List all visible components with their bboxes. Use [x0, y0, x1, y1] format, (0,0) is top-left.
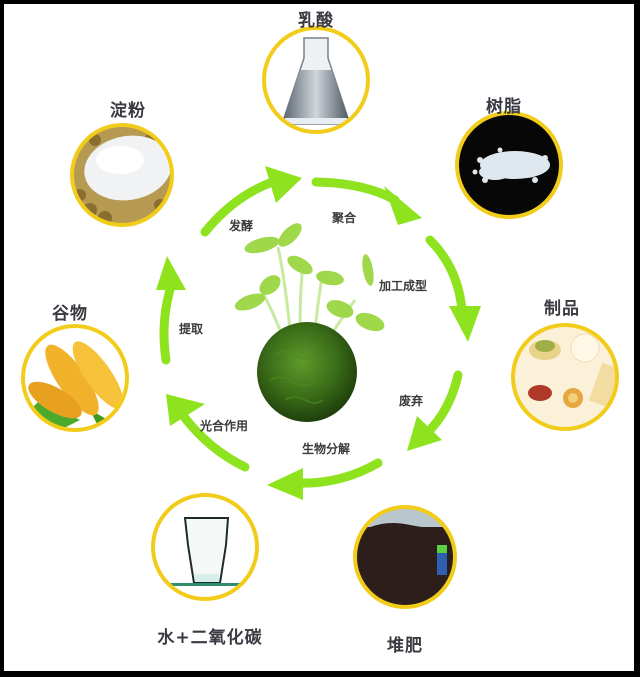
step-label-extraction: 提取 — [179, 322, 204, 336]
arrowhead-biodegradation — [267, 468, 303, 500]
node-label-compost: 堆肥 — [387, 636, 423, 656]
node-label-starch: 淀粉 — [110, 101, 146, 121]
node-label-grain: 谷物 — [52, 304, 88, 324]
step-label-processing: 加工成型 — [379, 279, 428, 293]
node-lactic-acid-image — [262, 26, 370, 134]
node-label-products: 制品 — [544, 299, 580, 319]
arrow-heads — [156, 166, 481, 500]
arrowhead-processing — [449, 306, 481, 342]
node-label-resin: 树脂 — [486, 97, 522, 117]
lifecycle-diagram: 乳酸 树脂 制品 堆肥 水+二氧化碳 谷物 淀粉 发酵 聚合 加工成型 废弃 生… — [4, 4, 634, 671]
arrowhead-polymerization — [384, 186, 422, 225]
node-products-image — [511, 323, 619, 431]
arrow-fermentation — [200, 176, 280, 237]
arrow-polymerization — [311, 177, 400, 205]
step-label-polymerization: 聚合 — [332, 211, 357, 225]
node-water-co2-image — [151, 493, 259, 601]
arrowhead-discard — [407, 416, 442, 451]
node-label-water-co2: 水+二氧化碳 — [157, 628, 263, 648]
step-label-discard: 废弃 — [399, 394, 424, 408]
arrowhead-photosynthesis — [166, 394, 205, 426]
diagram-graphics — [21, 26, 619, 609]
node-starch-image — [70, 123, 174, 227]
node-label-lactic-acid: 乳酸 — [298, 11, 334, 31]
cycle-arrows — [159, 176, 467, 488]
step-label-photosynthesis: 光合作用 — [200, 419, 249, 433]
arrowhead-fermentation — [265, 166, 302, 203]
node-compost-image — [353, 505, 457, 609]
step-label-biodegradation: 生物分解 — [302, 442, 351, 456]
arrowhead-extraction — [156, 256, 186, 290]
arrow-processing — [425, 235, 467, 315]
node-grain-image — [21, 324, 129, 432]
arrow-biodegradation — [290, 458, 383, 488]
arrow-extraction — [159, 278, 177, 365]
arrow-discard — [423, 370, 463, 437]
sprouting-moss-ball-icon — [234, 223, 385, 422]
arrow-photosynthesis — [180, 413, 250, 472]
step-label-fermentation: 发酵 — [229, 219, 254, 233]
node-resin-image — [455, 111, 563, 219]
